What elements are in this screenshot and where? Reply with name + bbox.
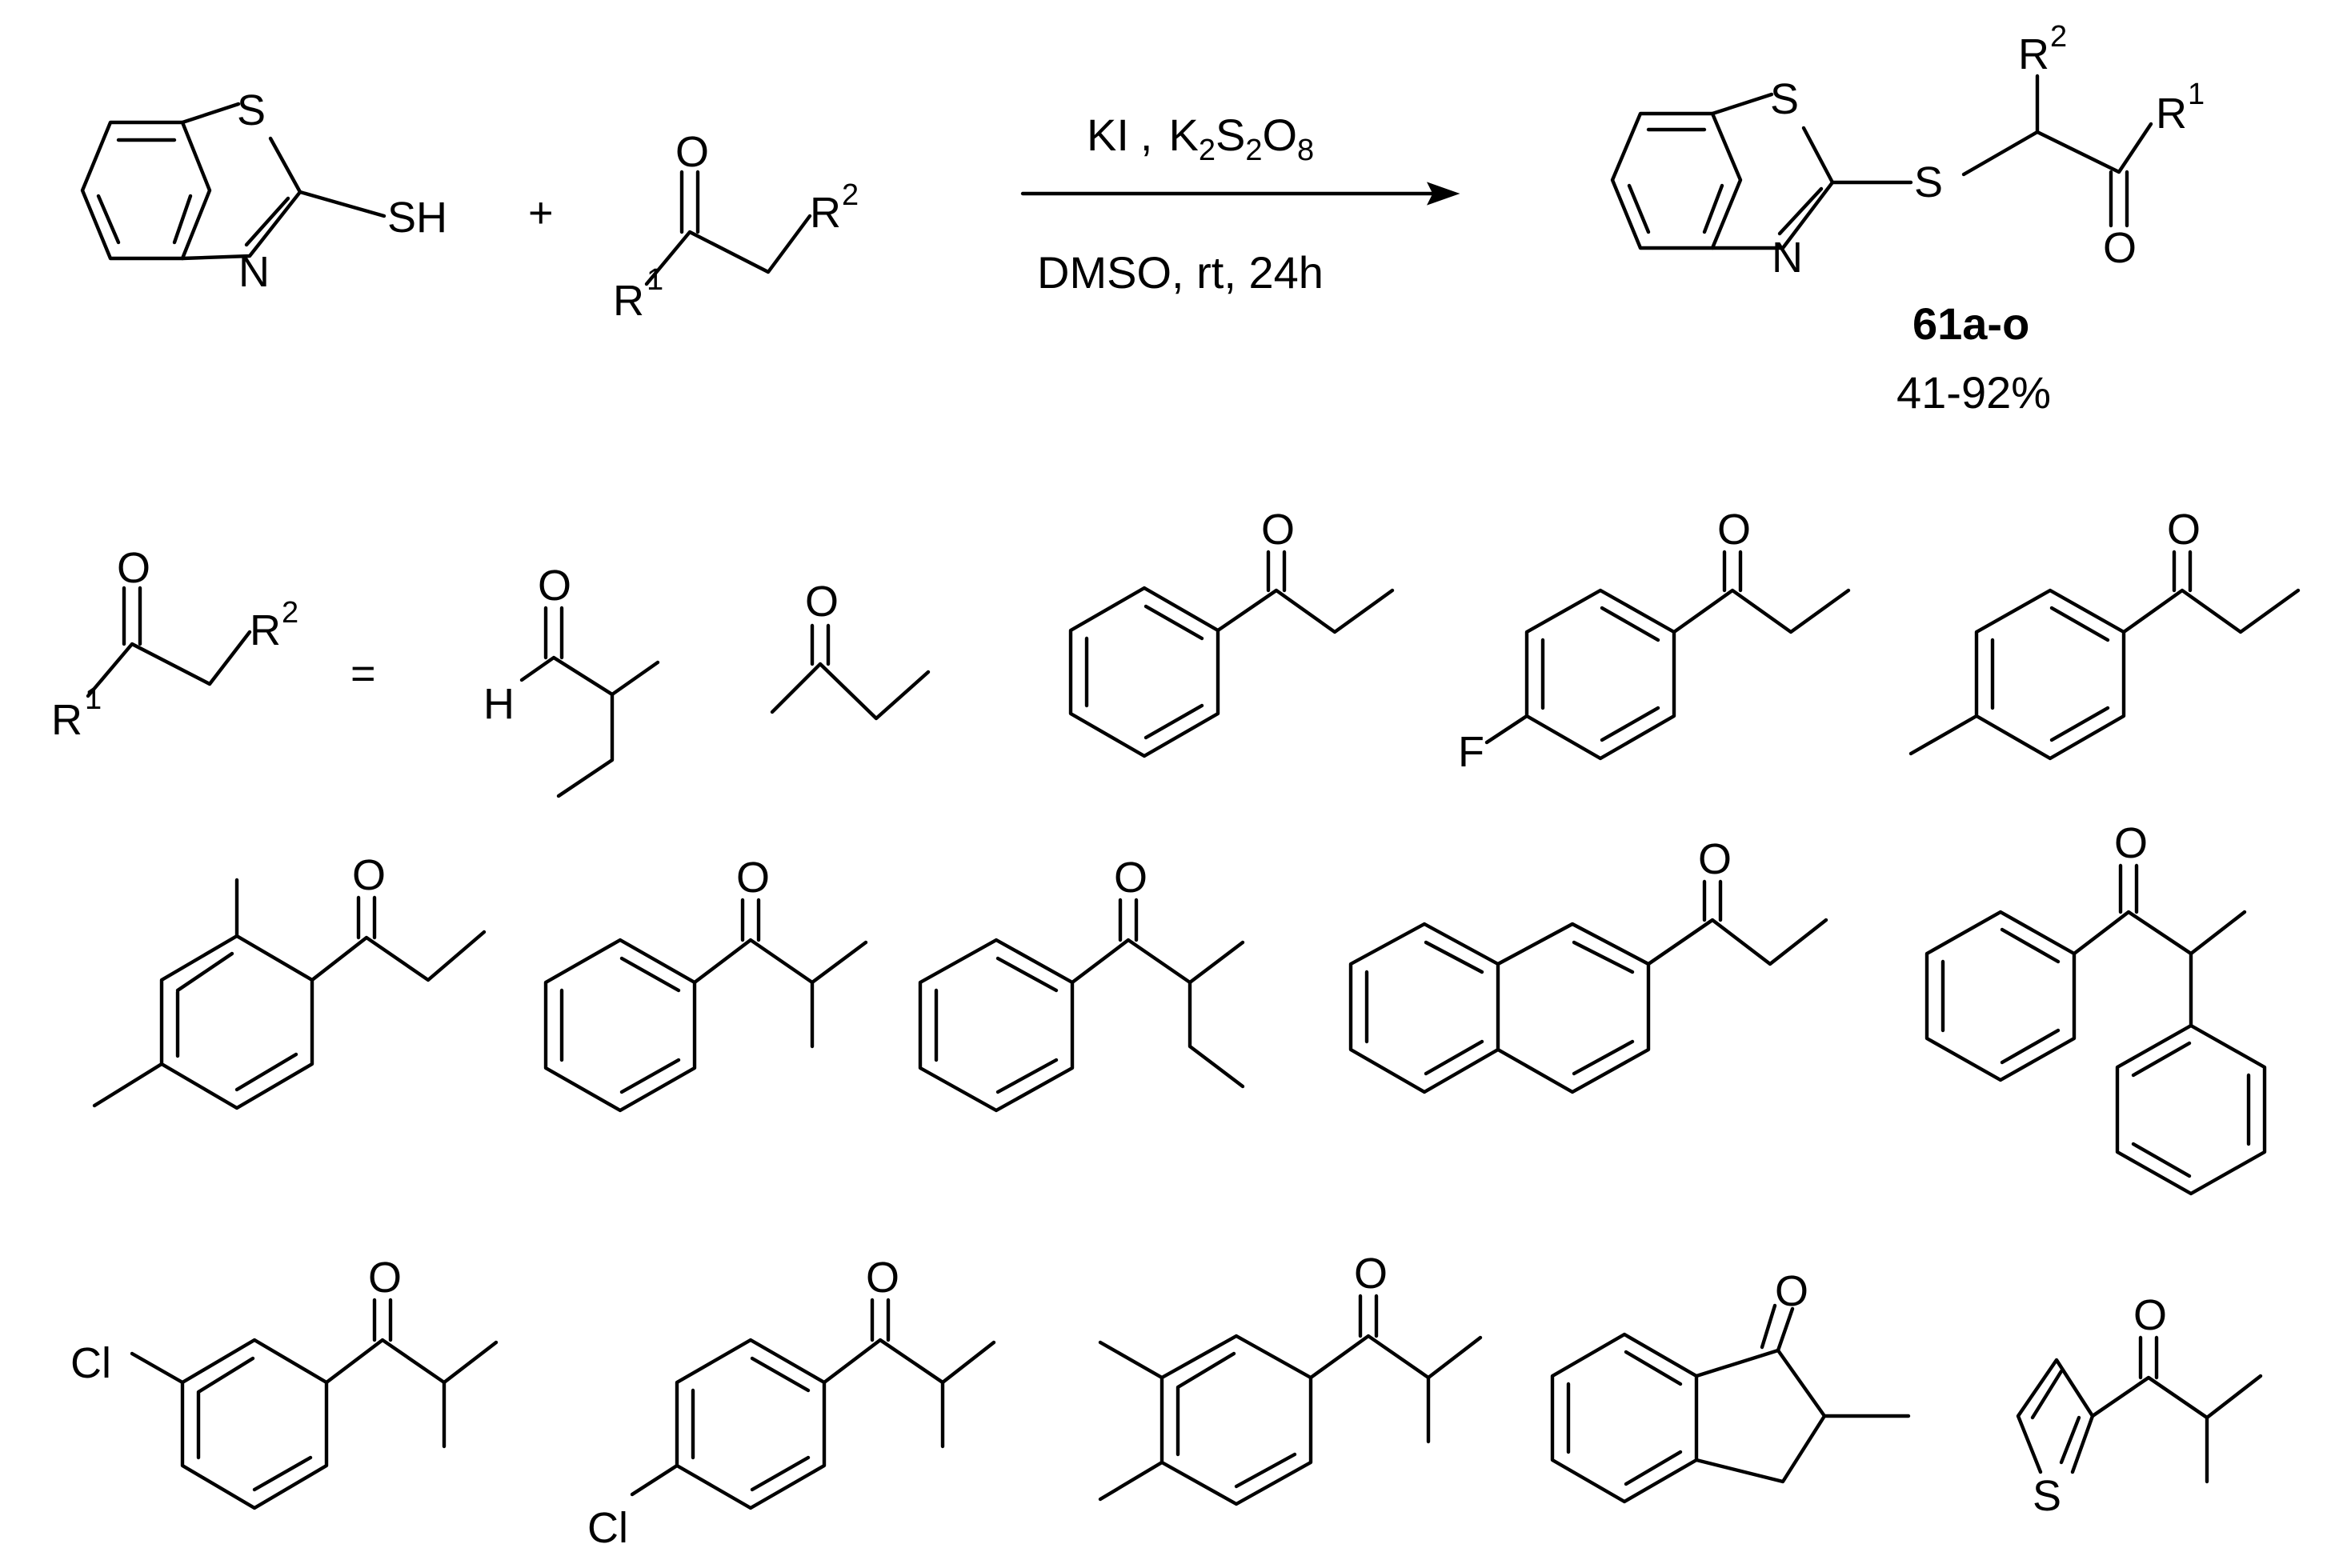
ketone-reagent-structure: O R 2 R 1 [613, 128, 859, 325]
generic-oxygen: O [117, 544, 150, 592]
chloroisobutyrophenone-para-structure: O Cl [587, 1254, 996, 1552]
product-structure: S N S O R 2 R 1 [1610, 20, 2205, 282]
product-oxygen: O [2103, 224, 2137, 272]
indanone-oxygen: O [1775, 1267, 1808, 1315]
product-r2-label: R [2018, 30, 2049, 78]
generic-r1-superscript: 1 [85, 682, 102, 716]
nitrogen-atom: N [238, 248, 270, 296]
plus-sign: + [528, 189, 554, 237]
thienyl-ketone-structure: S O [2016, 1291, 2263, 1520]
naphthyl-oxygen: O [1698, 835, 1732, 883]
product-compound-label: 61a-o [1912, 298, 2029, 349]
thiol-group: SH [387, 194, 447, 242]
methylbutyrophenone-structure: O [918, 854, 1245, 1113]
chloroisobutyrophenone-meta-structure: O Cl [70, 1254, 499, 1510]
product-r1-label: R [2156, 90, 2187, 138]
para-chlorine-atom: Cl [587, 1504, 628, 1552]
thiophene-sulfur: S [2033, 1472, 2061, 1520]
methylbutanal-structure: O H [483, 562, 660, 798]
generic-ketone-structure: O R 2 R 1 [51, 544, 298, 744]
propiophenone-structure: O [1068, 506, 1395, 758]
thienyl-oxygen: O [2133, 1291, 2167, 1339]
svg-text:KI,K2S2O8: KI,K2S2O8 [1087, 110, 1314, 167]
meta-chlorine-atom: Cl [70, 1339, 111, 1387]
r1-label: R [613, 277, 644, 325]
r1-superscript: 1 [647, 263, 663, 297]
dimethyl-oxygen: O [352, 851, 386, 899]
reaction-arrow [1020, 182, 1460, 206]
oxygen-atom: O [675, 128, 709, 176]
methylbutyro-oxygen: O [1114, 854, 1147, 902]
product-r2-superscript: 2 [2050, 20, 2067, 54]
dimethyliso-oxygen: O [1354, 1250, 1388, 1298]
fluoro-oxygen: O [1717, 506, 1751, 554]
dimethylpropiophenone-structure: O [92, 851, 487, 1110]
generic-r1-label: R [51, 696, 82, 744]
sulfur-atom: S [237, 86, 266, 134]
naphthyl-ketone-structure: O [1348, 835, 1828, 1094]
reagents-label: KI,K2S2O8 [1087, 110, 1314, 167]
product-r1-superscript: 1 [2188, 78, 2205, 111]
isobutyrophenone-structure: O [543, 854, 868, 1113]
methylindanone-structure: O [1550, 1267, 1911, 1504]
generic-r2-label: R [250, 606, 281, 654]
product-thioether-sulfur: S [1914, 158, 1943, 206]
para-chloro-oxygen: O [866, 1254, 899, 1302]
aldehyde-oxygen: O [538, 562, 571, 610]
methyl-ketone-oxygen: O [2167, 506, 2201, 554]
generic-r2-superscript: 2 [282, 596, 298, 630]
ki-text: KI [1087, 110, 1129, 160]
propiophenone-oxygen: O [1261, 506, 1295, 554]
aldehyde-hydrogen: H [483, 680, 515, 728]
fluoropropiophenone-structure: O F [1458, 506, 1851, 776]
diphenylpropanone-structure: O [1924, 819, 2267, 1196]
product-nitrogen: N [1772, 234, 1803, 282]
fluorine-atom: F [1458, 728, 1484, 776]
r2-label: R [810, 189, 841, 237]
isobutyro-oxygen: O [736, 854, 770, 902]
conditions-label: DMSO, rt, 24h [1037, 247, 1324, 298]
r2-superscript: 2 [842, 178, 859, 212]
butanone-structure: O [770, 578, 931, 721]
meta-chloro-oxygen: O [368, 1254, 402, 1302]
product-ring-sulfur: S [1770, 75, 1799, 123]
mercaptobenzothiazole-structure: S N SH [80, 86, 447, 296]
diphenyl-oxygen: O [2114, 819, 2148, 867]
dimethylisobutyrophenone-structure: O [1098, 1250, 1483, 1506]
butanone-oxygen: O [805, 578, 839, 626]
equals-sign: = [350, 650, 376, 698]
product-yield: 41-92% [1896, 367, 2051, 418]
methylpropiophenone-structure: O [1908, 506, 2301, 761]
